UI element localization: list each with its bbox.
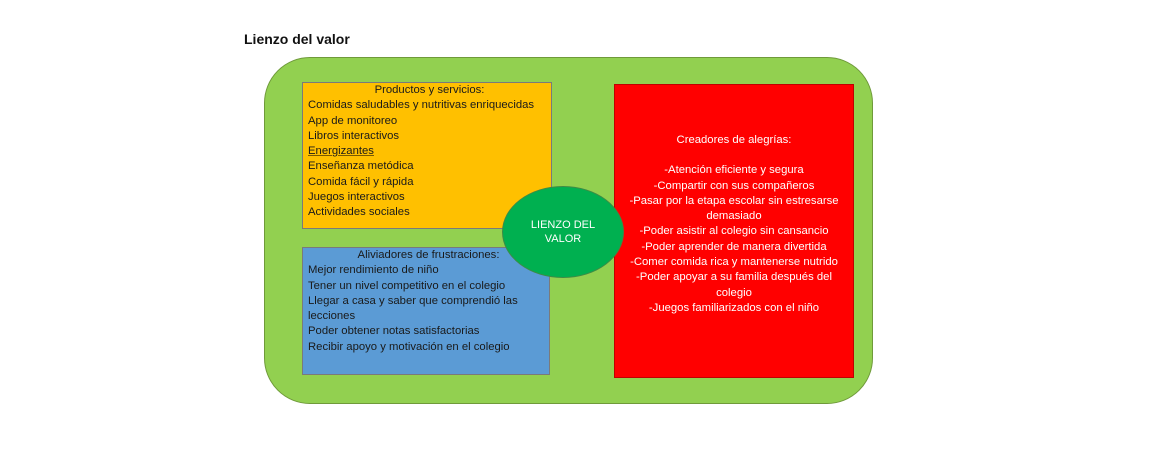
products-item-text: Energizantes <box>308 145 374 158</box>
gains-list: -Atención eficiente y segura -Compartir … <box>621 163 847 316</box>
page-title: Lienzo del valor <box>244 31 350 47</box>
relievers-item: Llegar a casa y saber que comprendió las… <box>308 294 518 323</box>
products-heading: Productos y servicios: <box>374 84 485 96</box>
relievers-item: Poder obtener notas satisfactorias <box>308 325 480 338</box>
gains-item: -Pasar por la etapa escolar sin estresar… <box>629 194 839 223</box>
gain-creators-box: Creadores de alegrías: -Atención eficien… <box>614 84 854 378</box>
products-item: Juegos interactivos <box>308 191 405 204</box>
gains-item: -Compartir con sus compañeros <box>653 179 815 192</box>
gains-item: -Comer comida rica y mantenerse nutrido <box>630 256 838 269</box>
gains-item: -Juegos familiarizados con el niño <box>648 301 820 314</box>
relievers-list: Mejor rendimiento de niño Tener un nivel… <box>308 263 549 355</box>
gains-item: -Poder asistir al colegio sin cansancio <box>639 225 829 238</box>
products-services-box: Productos y servicios: Comidas saludable… <box>302 82 552 229</box>
products-item: Comida fácil y rápida <box>308 175 414 188</box>
gains-item: -Atención eficiente y segura <box>664 164 804 177</box>
products-item: Energizantes <box>308 144 551 159</box>
relievers-heading: Aliviadores de frustraciones: <box>357 249 500 261</box>
relievers-item: Tener un nivel competitivo en el colegio <box>308 279 506 292</box>
products-item: Comidas saludables y nutritivas enriquec… <box>308 99 535 112</box>
products-list: Comidas saludables y nutritivas enriquec… <box>308 98 551 220</box>
products-item: Libros interactivos <box>308 129 400 142</box>
center-label: LIENZO DEL VALOR <box>530 219 596 245</box>
pain-relievers-box: Aliviadores de frustraciones: Mejor rend… <box>302 247 550 375</box>
products-item: App de monitoreo <box>308 114 398 127</box>
relievers-item: Mejor rendimiento de niño <box>308 264 439 277</box>
products-item: Actividades sociales <box>308 206 410 219</box>
relievers-item: Recibir apoyo y motivación en el colegio <box>308 340 510 353</box>
gains-item: -Poder apoyar a su familia después del c… <box>636 271 832 299</box>
products-item: Enseñanza metódica <box>308 160 414 173</box>
gains-item: -Poder aprender de manera divertida <box>641 240 827 253</box>
center-oval: LIENZO DEL VALOR <box>502 186 624 278</box>
gains-heading: Creadores de alegrías: <box>676 134 792 146</box>
